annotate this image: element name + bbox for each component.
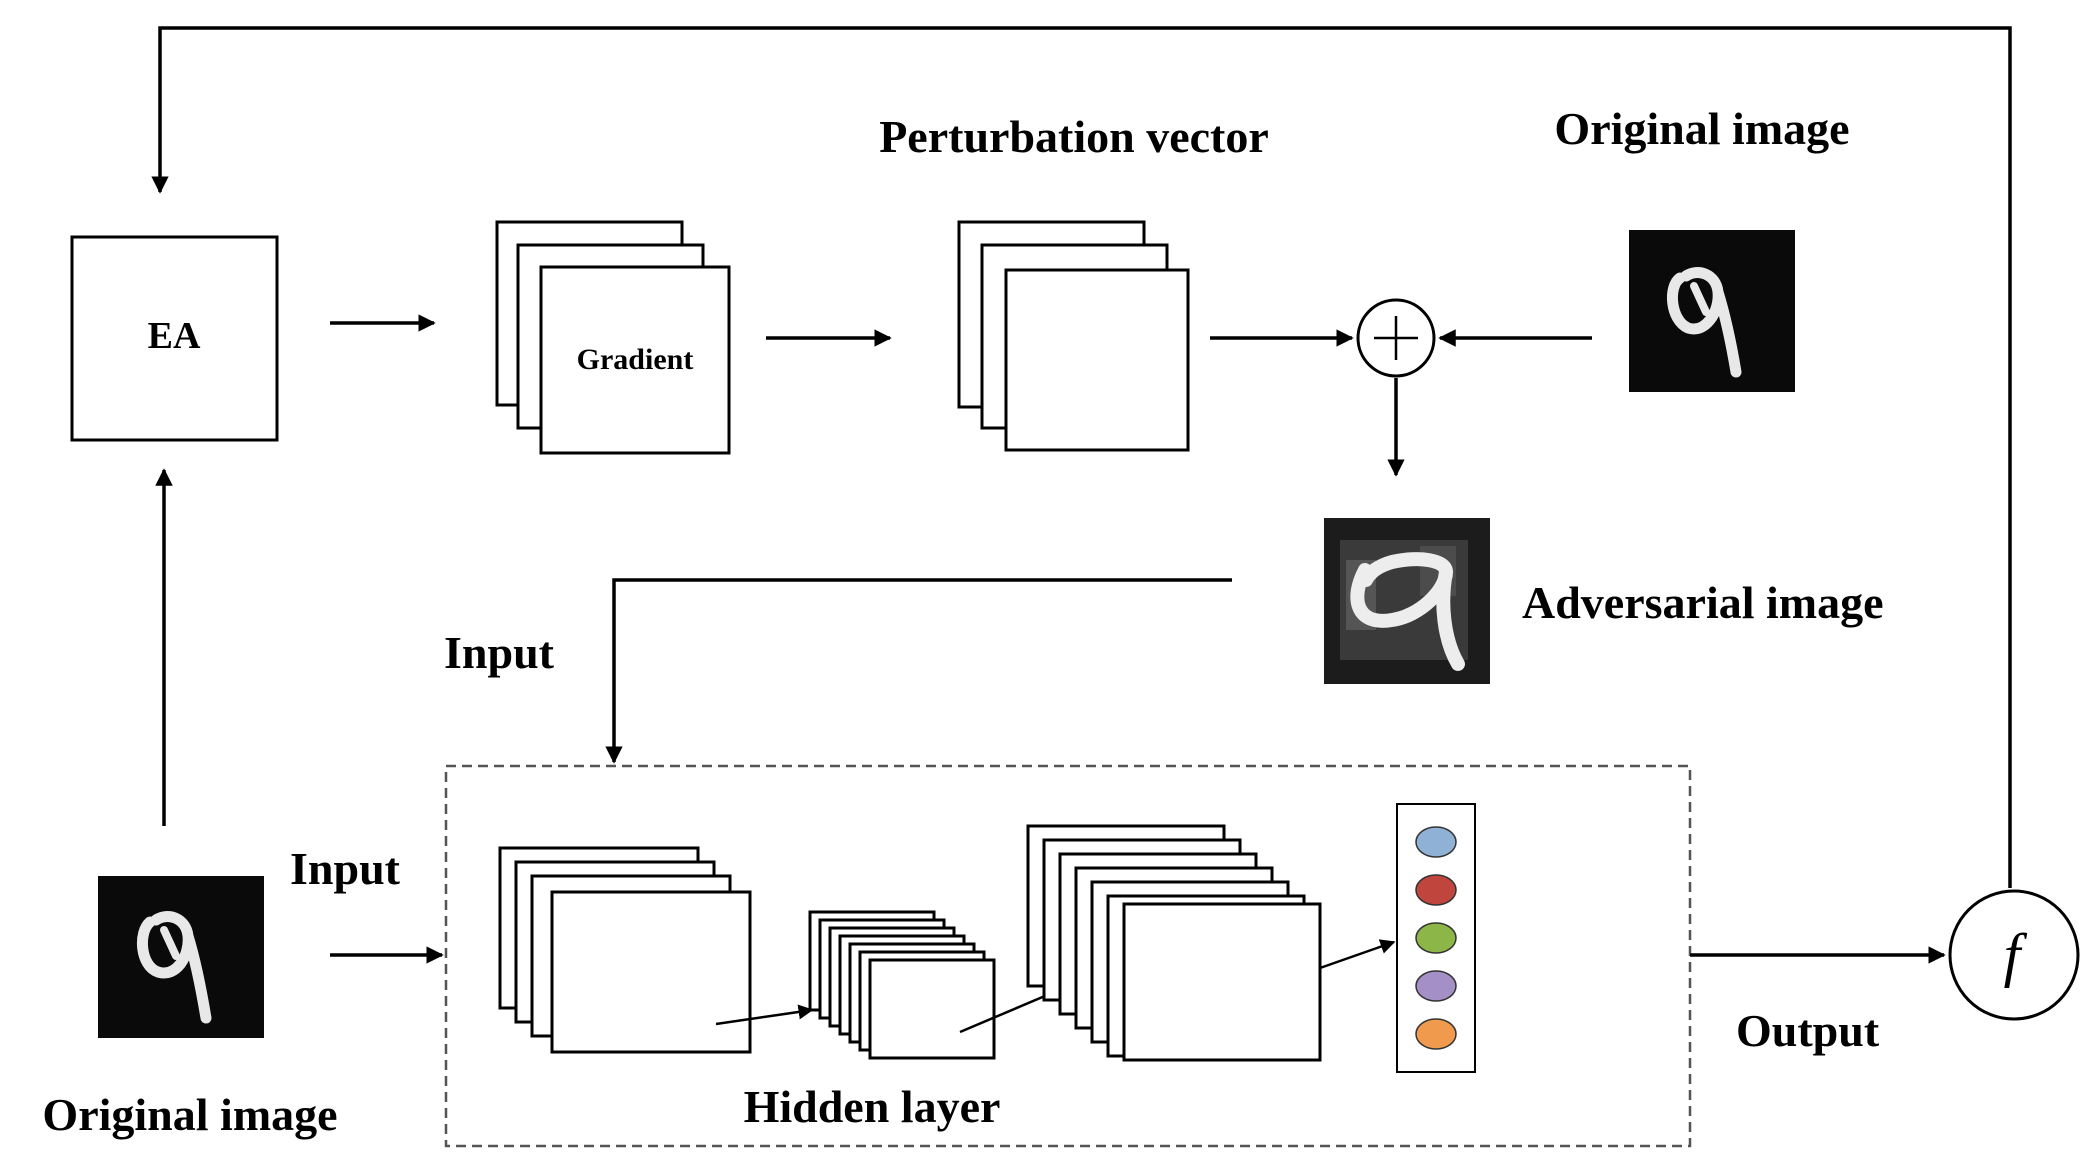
perturbation-vector-stack: [957, 220, 1190, 452]
output-node-5: [1415, 1018, 1457, 1050]
gradient-label: Gradient: [577, 343, 694, 376]
function-node: f: [1948, 889, 2080, 1021]
original-image-bottom: [98, 876, 264, 1038]
original-image-title-bottom: Original image: [42, 1089, 337, 1140]
input-label-top: Input: [444, 627, 555, 678]
original-image-title-top: Original image: [1554, 103, 1849, 154]
ea-label: EA: [148, 315, 201, 357]
layer1-to-layer2-arrow: [715, 1004, 814, 1026]
perturbation-vector-title: Perturbation vector: [879, 111, 1269, 162]
adversarial-image: [1324, 518, 1490, 684]
output-node-4: [1415, 970, 1457, 1002]
adversarial-to-network-arrow: [605, 578, 1232, 764]
layer3-to-output-arrow: [1319, 939, 1396, 970]
output-label: Output: [1736, 1005, 1880, 1056]
adversarial-image-title: Adversarial image: [1522, 577, 1884, 628]
conv-layer-2: [808, 910, 996, 1060]
output-node-3: [1415, 922, 1457, 954]
input-label-left: Input: [290, 843, 401, 894]
feedback-arrow: [151, 26, 2012, 888]
original-image-top: [1629, 230, 1795, 392]
output-node-1: [1415, 826, 1457, 858]
output-node-2: [1415, 874, 1457, 906]
ea-block: EA: [70, 235, 279, 442]
gradient-stack: Gradient: [495, 220, 731, 455]
hidden-layer-label: Hidden layer: [744, 1081, 1001, 1132]
add-operator: [1356, 298, 1436, 378]
conv-layer-3: [1026, 824, 1322, 1062]
conv-layer-1: [498, 846, 752, 1054]
output-nodes: [1396, 803, 1476, 1073]
